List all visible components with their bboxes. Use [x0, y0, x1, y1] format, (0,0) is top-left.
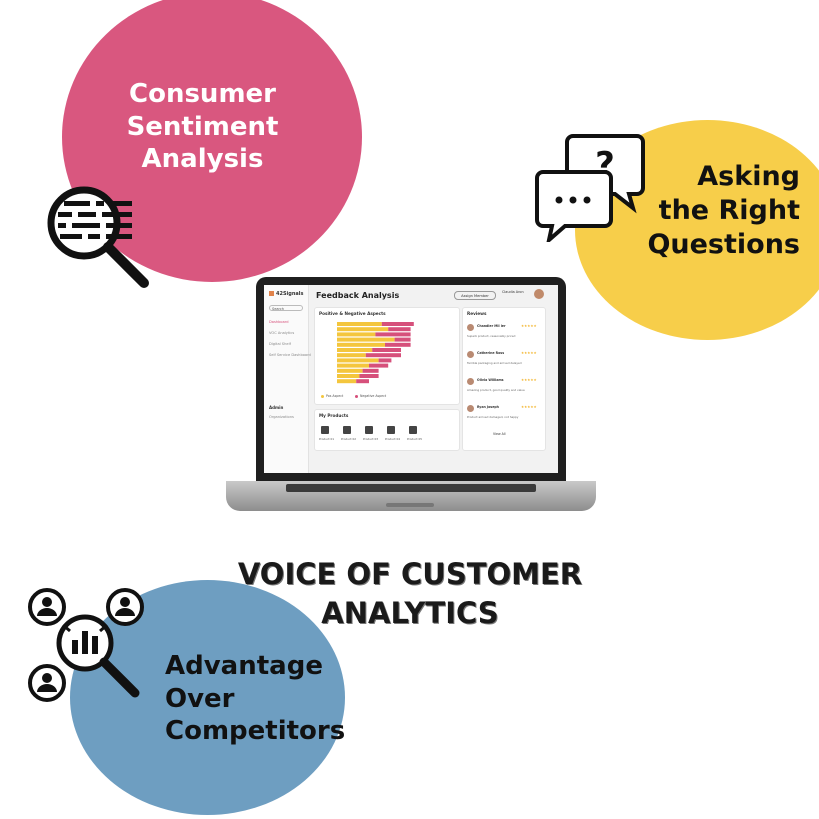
bar-positive — [337, 363, 369, 368]
bar-negative — [362, 368, 379, 373]
avatar — [467, 351, 474, 358]
bar-positive — [337, 322, 382, 326]
product-icon[interactable] — [365, 426, 373, 434]
title-line: Competitors — [165, 716, 346, 746]
bar-negative — [359, 374, 379, 378]
star-rating: ★★★★★ — [521, 351, 537, 355]
review-text: Amazing product, good quality and value — [467, 388, 525, 392]
bar-negative — [394, 337, 411, 342]
avatar — [467, 378, 474, 385]
search-input[interactable]: Search — [269, 305, 303, 311]
bar-negative — [365, 353, 401, 358]
consumer-sentiment-title: Consumer Sentiment Analysis — [95, 78, 310, 176]
review-name: Chandler Mil ler — [477, 324, 506, 328]
review-text: Superb product, reasonably priced — [467, 334, 516, 338]
bar-negative — [378, 358, 392, 363]
nav-dashboard[interactable]: Dashboard — [269, 320, 289, 324]
bar-positive — [337, 337, 395, 342]
review-text: Terrible packaging and arrived delayed — [467, 361, 522, 365]
reviews-panel: Reviews Chandler Mil ler ★★★★★ Superb pr… — [462, 307, 546, 451]
legend-negative: Negative Aspect — [355, 394, 386, 398]
headline-line: VOICE OF CUSTOMER — [237, 557, 583, 591]
laptop-notch — [386, 503, 434, 507]
legend-label: Pos Aspect — [326, 394, 344, 398]
asking-questions-title: Asking the Right Questions — [600, 160, 800, 261]
bar-positive — [337, 342, 385, 347]
avatar — [467, 405, 474, 412]
voc-analytics-headline: VOICE OF CUSTOMER ANALYTICS — [180, 555, 640, 633]
product-label: Product 02 — [341, 437, 357, 441]
title-line: the Right — [658, 194, 800, 226]
panel-title: Reviews — [467, 311, 487, 316]
page-title: Feedback Analysis — [316, 291, 400, 300]
bar-negative — [369, 363, 389, 368]
product-icon[interactable] — [343, 426, 351, 434]
title-line: Analysis — [141, 144, 264, 174]
bar-negative — [356, 379, 369, 384]
logo-text: 42Signals — [276, 291, 304, 297]
review-name: Olivia Williams — [477, 378, 504, 382]
star-rating: ★★★★★ — [521, 378, 537, 382]
title-line: Over — [165, 683, 235, 714]
product-label: Product 04 — [385, 437, 401, 441]
nav-organizations[interactable]: Organizations — [269, 415, 294, 419]
bar-positive — [337, 374, 360, 378]
magnifier-data-icon — [47, 186, 149, 288]
app-logo: 42Signals — [269, 291, 303, 297]
review-text: Product arrived damaged, not happy — [467, 415, 519, 419]
product-icon[interactable] — [321, 426, 329, 434]
chat-bubbles-question-icon: ? — [535, 134, 645, 242]
advantage-competitors-title: Advantage Over Competitors — [165, 650, 395, 748]
assign-member-button[interactable]: Assign Member — [454, 291, 496, 300]
title-line: Asking — [697, 161, 800, 192]
product-label: Product 01 — [319, 437, 335, 441]
avatar[interactable] — [534, 289, 544, 299]
bar-negative — [385, 342, 411, 347]
view-all-link[interactable]: View All — [493, 432, 506, 436]
app-sidebar: 42Signals Search Dashboard VOC Analytics… — [264, 285, 311, 473]
bar-positive — [337, 353, 366, 358]
bar-positive — [337, 379, 357, 384]
aspects-panel: Positive & Negative Aspects Pos Aspect N… — [314, 307, 460, 405]
star-rating: ★★★★★ — [521, 324, 537, 328]
bar-positive — [337, 327, 389, 332]
bar-positive — [337, 332, 376, 337]
product-icon[interactable] — [387, 426, 395, 434]
nav-digital-shelf[interactable]: Digital Shelf — [269, 342, 291, 346]
product-label: Product 05 — [407, 437, 423, 441]
laptop-screen: 42Signals Search Dashboard VOC Analytics… — [256, 277, 566, 481]
admin-label: Admin — [269, 405, 284, 410]
title-line: Advantage — [165, 651, 323, 681]
app-window: 42Signals Search Dashboard VOC Analytics… — [264, 285, 558, 473]
products-panel: My Products Product 01 Product 02 Produc… — [314, 409, 460, 451]
laptop-keyboard-edge — [286, 484, 536, 492]
nav-voc-analytics[interactable]: VOC Analytics — [269, 331, 295, 335]
review-name: Ryan Joseph — [477, 405, 499, 409]
bar-negative — [388, 327, 411, 332]
aspects-chart — [337, 322, 414, 384]
panel-title: My Products — [319, 413, 349, 418]
panel-title: Positive & Negative Aspects — [319, 311, 386, 316]
bar-positive — [337, 358, 379, 363]
title-line: Questions — [647, 228, 800, 260]
bar-negative — [381, 322, 414, 326]
bar-negative — [372, 348, 401, 352]
bar-negative — [375, 332, 411, 337]
nav-self-service[interactable]: Self Service Dashboard — [269, 353, 311, 357]
legend-positive: Pos Aspect — [321, 394, 343, 398]
title-line: Consumer — [129, 79, 276, 109]
headline-line: ANALYTICS — [321, 596, 499, 631]
bar-positive — [337, 368, 363, 373]
legend-label: Negative Aspect — [360, 394, 387, 398]
title-line: Sentiment — [126, 111, 279, 142]
avatar — [467, 324, 474, 331]
star-rating: ★★★★★ — [521, 405, 537, 409]
analytics-people-icon — [28, 588, 144, 702]
user-name: Claudia Aron — [502, 290, 524, 294]
product-label: Product 03 — [363, 437, 379, 441]
bar-positive — [337, 348, 373, 352]
product-icon[interactable] — [409, 426, 417, 434]
review-name: Catherine Ross — [477, 351, 505, 355]
